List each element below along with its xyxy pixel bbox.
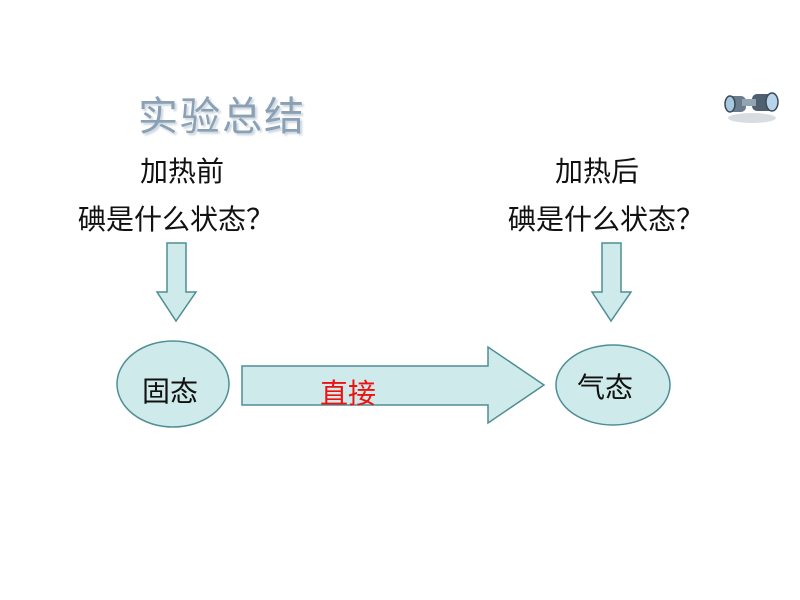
slide-title: 实验总结 (138, 94, 306, 140)
after-heating-question: 碘是什么状态？ (508, 203, 705, 236)
sublimation-arrow (241, 345, 546, 425)
binoculars-icon (724, 92, 779, 123)
down-arrow-right (590, 242, 633, 323)
solid-state-node (116, 340, 230, 428)
gas-state-node (555, 344, 671, 426)
before-heating-question: 碘是什么状态？ (78, 203, 275, 236)
before-heating-label: 加热前 (140, 155, 225, 188)
solid-state-label: 固态 (142, 375, 199, 408)
gas-state-label: 气态 (577, 371, 634, 404)
after-heating-label: 加热后 (555, 155, 640, 188)
down-arrow-left (155, 242, 198, 323)
direct-label: 直接 (320, 377, 377, 410)
